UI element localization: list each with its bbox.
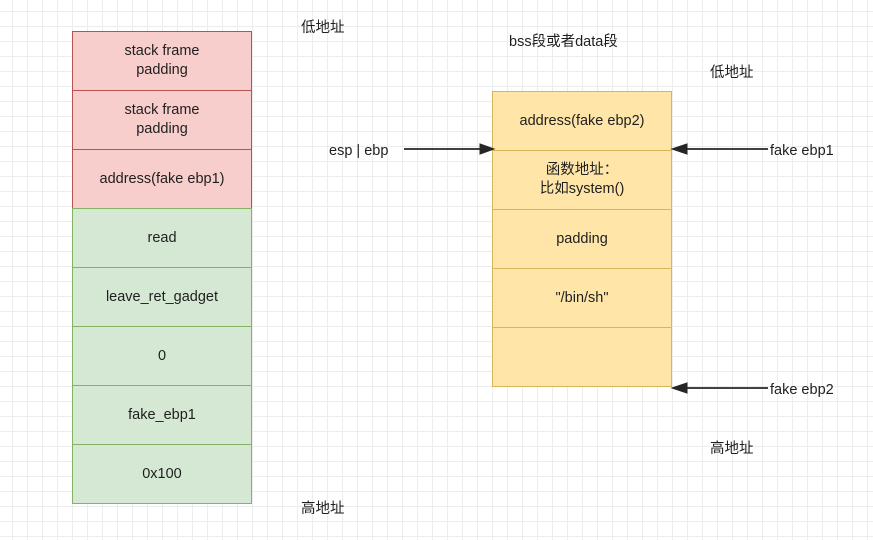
bss-low-address-label: 低地址 — [710, 65, 754, 81]
bss-cell-empty — [492, 327, 672, 387]
stack-layout-column: stack frame padding stack frame padding … — [72, 31, 252, 511]
fake-ebp1-annotation: fake ebp1 — [770, 143, 834, 159]
bss-cell-address-fake-ebp2: address(fake ebp2) — [492, 91, 672, 151]
esp-ebp-annotation: esp | ebp — [329, 143, 389, 159]
stack-cell-read: read — [72, 208, 252, 268]
bss-high-address-label: 高地址 — [710, 441, 754, 457]
stack-cell-stack-frame-padding-1: stack frame padding — [72, 31, 252, 91]
stack-low-address-label: 低地址 — [301, 20, 345, 36]
stack-cell-zero: 0 — [72, 326, 252, 386]
esp-ebp-arrow-icon — [404, 143, 496, 155]
bss-cell-padding: padding — [492, 209, 672, 269]
stack-cell-0x100: 0x100 — [72, 444, 252, 504]
stack-high-address-label: 高地址 — [301, 501, 345, 517]
stack-cell-leave-ret-gadget: leave_ret_gadget — [72, 267, 252, 327]
stack-cell-fake-ebp1: fake_ebp1 — [72, 385, 252, 445]
fake-ebp1-arrow-icon — [670, 143, 768, 155]
stack-cell-stack-frame-padding-2: stack frame padding — [72, 90, 252, 150]
fake-ebp2-arrow-icon — [670, 382, 768, 394]
bss-cell-function-address: 函数地址： 比如system() — [492, 150, 672, 210]
bss-segment-title: bss段或者data段 — [509, 34, 618, 50]
bss-cell-bin-sh: "/bin/sh" — [492, 268, 672, 328]
bss-data-segment-column: address(fake ebp2) 函数地址： 比如system() padd… — [492, 91, 672, 391]
fake-ebp2-annotation: fake ebp2 — [770, 382, 834, 398]
stack-cell-address-fake-ebp1: address(fake ebp1) — [72, 149, 252, 209]
